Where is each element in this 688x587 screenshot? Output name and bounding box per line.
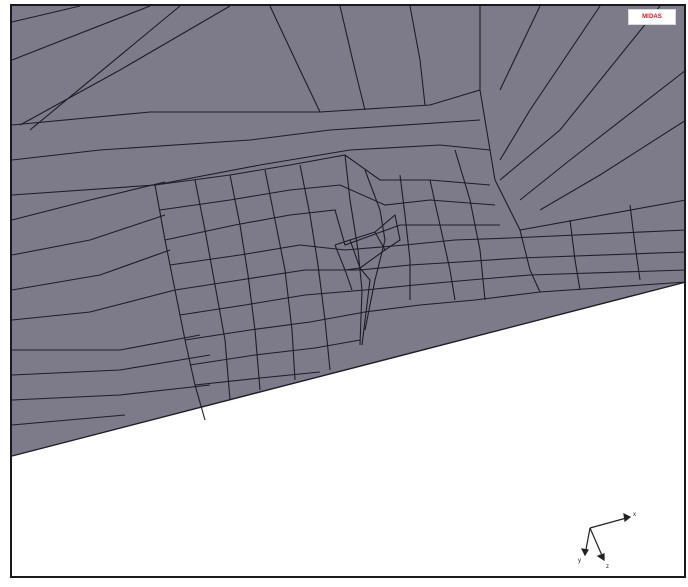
mesh-bottom-edge xyxy=(11,281,687,457)
mesh-lines xyxy=(11,5,687,426)
midas-logo: MIDAS xyxy=(628,9,676,25)
logo-text: MIDAS xyxy=(642,14,662,20)
axis-x-label: x xyxy=(633,512,636,518)
axis-y-label: y xyxy=(578,558,581,564)
axis-triad-icon: x y z xyxy=(578,512,636,570)
axis-z-label: z xyxy=(606,564,609,570)
mesh-surface xyxy=(12,6,686,456)
